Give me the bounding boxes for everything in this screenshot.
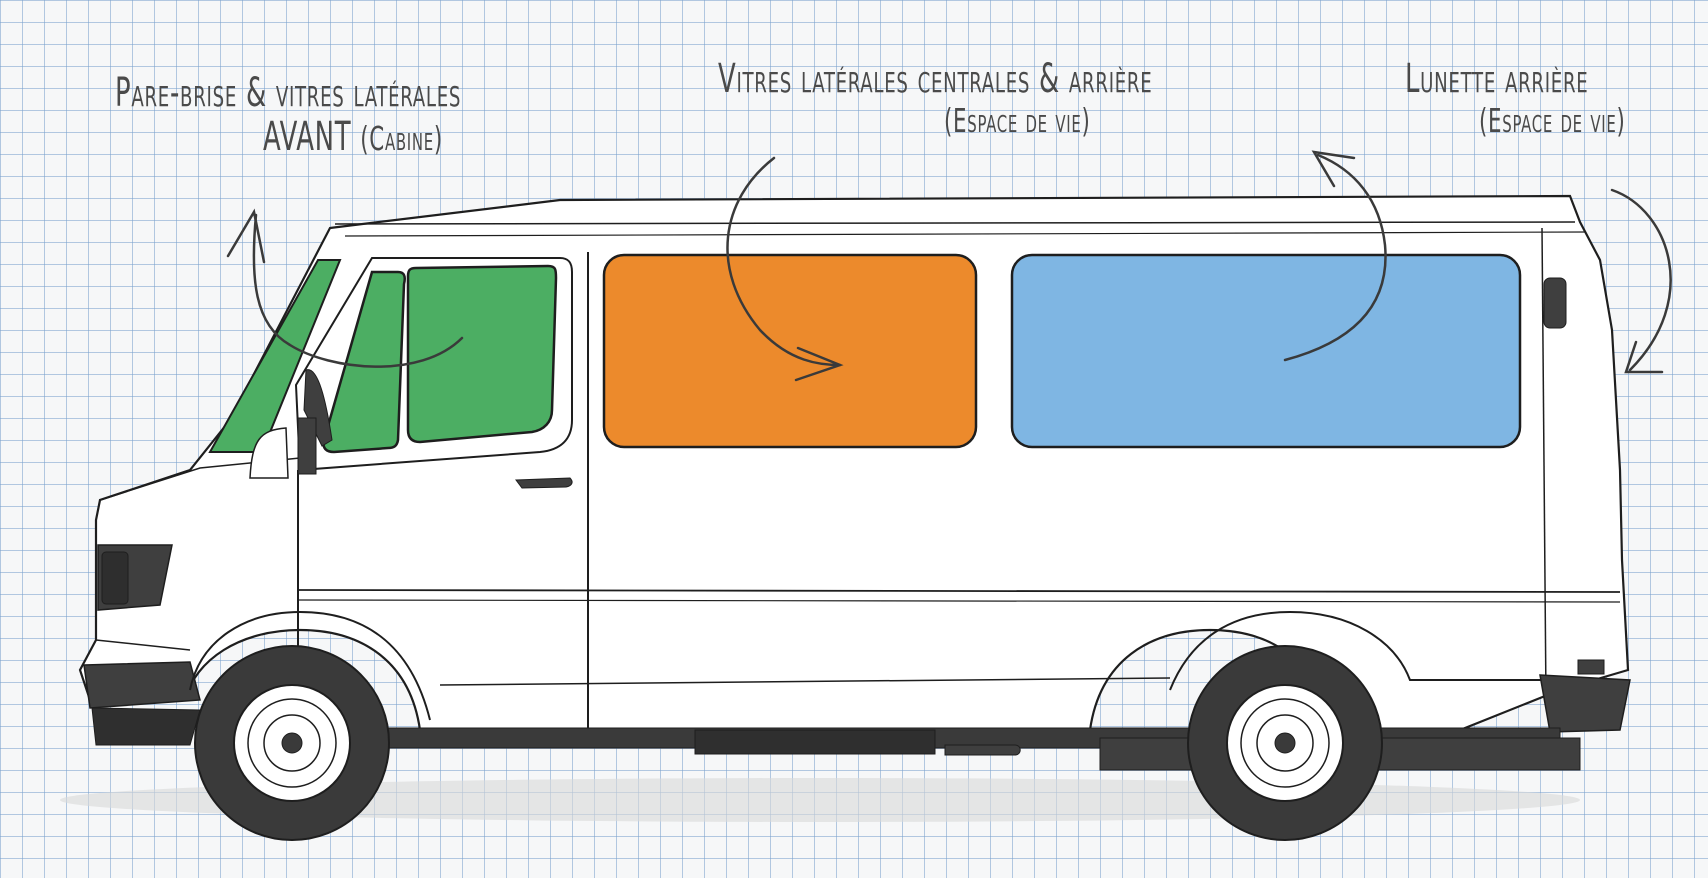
middle-rear-arrow bbox=[1283, 153, 1387, 362]
label-middle-line2: (Espace de vie) bbox=[944, 101, 1091, 140]
label-rear-line2: (Espace de vie) bbox=[1479, 101, 1626, 140]
label-middle: Vitres latérales centrales & arrière (Es… bbox=[718, 58, 1538, 139]
roof-line-inner bbox=[344, 231, 1586, 237]
rear-wheel-arch bbox=[1169, 610, 1560, 691]
rear-wheel bbox=[1187, 645, 1383, 841]
front-arrow-head bbox=[226, 208, 266, 264]
quarter-window bbox=[322, 270, 406, 454]
middle-arrow-head bbox=[794, 346, 844, 382]
door-handle bbox=[515, 477, 573, 489]
label-front-line2: AVANT (Cabine) bbox=[263, 116, 660, 158]
front-undercarriage bbox=[91, 707, 201, 746]
front-bumper bbox=[83, 661, 201, 709]
front-arrow bbox=[252, 213, 464, 368]
front-panel-line bbox=[95, 639, 191, 651]
label-front-cabine: (Cabine) bbox=[360, 119, 443, 158]
headlight-inner bbox=[101, 551, 129, 605]
label-rear: Lunette arrière (Espace de vie) bbox=[1405, 58, 1708, 139]
label-rear-line1: Lunette arrière bbox=[1405, 56, 1589, 102]
label-front: Pare-brise & vitres latérales AVANT (Cab… bbox=[115, 72, 815, 158]
middle-side-window bbox=[602, 253, 978, 449]
front-wheel bbox=[194, 645, 390, 841]
exhaust bbox=[944, 744, 1021, 756]
a-pillar-light bbox=[249, 427, 289, 479]
mirror-arm bbox=[297, 417, 317, 475]
label-middle-line1: Vitres latérales centrales & arrière bbox=[718, 56, 1153, 102]
body-trim-line bbox=[297, 589, 1621, 593]
rear-step bbox=[1577, 659, 1605, 675]
fuel-tank bbox=[694, 729, 936, 755]
body-trim-line-2 bbox=[297, 599, 1621, 603]
rear-bumper bbox=[1539, 674, 1631, 733]
label-front-line1: Pare-brise & vitres latérales bbox=[115, 70, 462, 116]
rear-side-window bbox=[1010, 253, 1522, 449]
rear-arrow bbox=[1610, 188, 1672, 372]
rear-door-edge bbox=[1541, 227, 1547, 701]
rear-arrow-head bbox=[1624, 340, 1664, 374]
sill-line bbox=[439, 677, 1171, 686]
side-mirror bbox=[303, 369, 333, 447]
label-front-avant: AVANT bbox=[263, 114, 352, 160]
middle-arrow bbox=[726, 156, 842, 367]
rear-light bbox=[1543, 277, 1567, 329]
middle-rear-arrow-head bbox=[1311, 150, 1356, 188]
roof-line bbox=[334, 221, 1576, 225]
door-frame bbox=[294, 257, 573, 472]
door-window bbox=[406, 264, 558, 444]
front-wheel-arch bbox=[189, 610, 431, 721]
